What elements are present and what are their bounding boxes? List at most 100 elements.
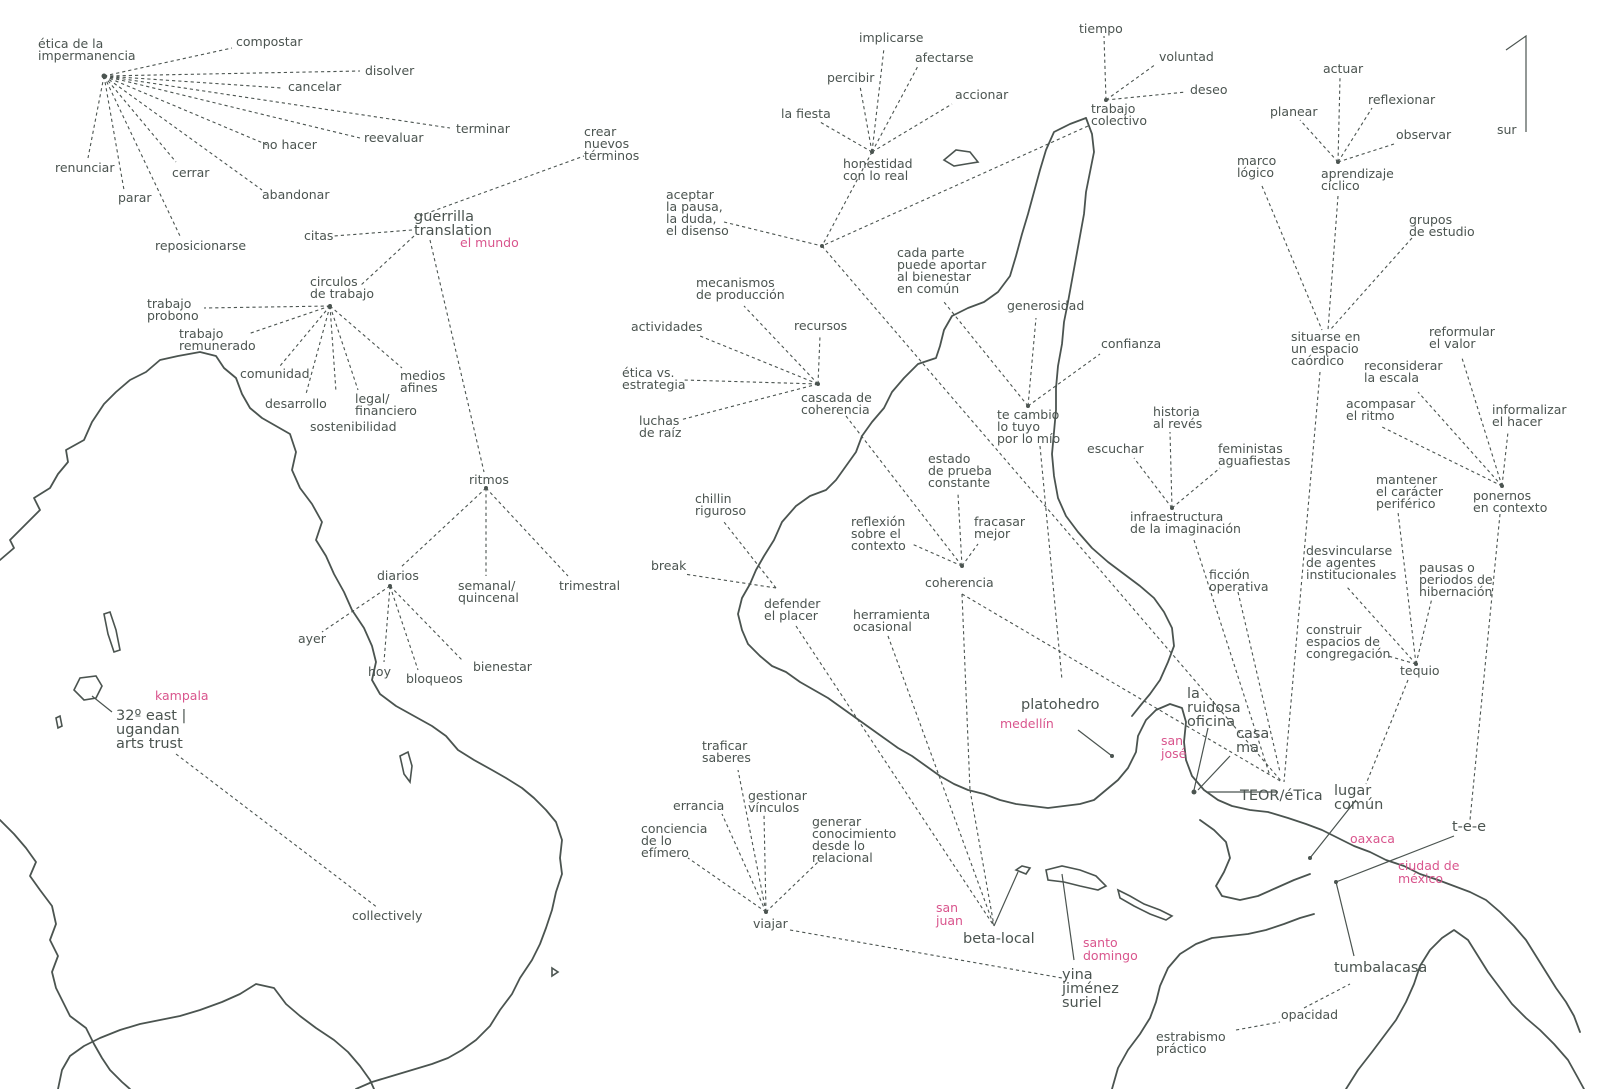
concept-node-accionar: accionar <box>955 87 1009 102</box>
compass-label: sur <box>1497 122 1517 137</box>
place-medellin: medellín <box>1000 716 1054 731</box>
coastline-gulf <box>1199 819 1311 901</box>
concept-node-collectively: collectively <box>352 908 423 923</box>
place-el-mundo: el mundo <box>460 235 519 250</box>
concept-node-opacidad: opacidad <box>1281 1007 1338 1022</box>
concept-node-confianza: confianza <box>1101 336 1161 351</box>
concept-node-no-hacer: no hacer <box>262 137 318 152</box>
concept-node-renunciar: renunciar <box>55 160 115 175</box>
concept-node-reposicionarse: reposicionarse <box>155 238 246 253</box>
concept-node-la-fiesta: la fiesta <box>781 106 831 121</box>
concept-node-reevaluar: reevaluar <box>364 130 424 145</box>
concept-node-beta-local: beta-local <box>963 931 1035 947</box>
coastline-central-landmass <box>737 117 1581 1033</box>
concept-node-disolver: disolver <box>365 63 415 78</box>
concept-node-deseo: deseo <box>1190 82 1227 97</box>
concept-node-actuar: actuar <box>1323 61 1364 76</box>
coastline-bottom-left <box>57 983 375 1089</box>
concept-node-bloqueos: bloqueos <box>406 671 463 686</box>
coastlines <box>0 117 1585 1089</box>
concept-node-coherencia: coherencia <box>925 575 994 590</box>
concept-node-ritmos: ritmos <box>469 472 509 487</box>
concept-node-escuchar: escuchar <box>1087 441 1144 456</box>
concept-node-cerrar: cerrar <box>172 165 210 180</box>
concept-node-generosidad: generosidad <box>1007 298 1084 313</box>
concept-node-comunidad: comunidad <box>240 366 310 381</box>
concept-node-actividades: actividades <box>631 319 703 334</box>
concept-node-planear: planear <box>1270 104 1318 119</box>
concept-node-bienestar: bienestar <box>473 659 533 674</box>
concept-node-desarrollo: desarrollo <box>265 396 327 411</box>
concept-node-tee: t-e-e <box>1452 819 1486 835</box>
island-lake-left <box>73 675 103 701</box>
island-antilles-3 <box>1116 888 1174 921</box>
concept-node-reflexionar: reflexionar <box>1368 92 1436 107</box>
coastline-west-lower <box>0 819 131 1089</box>
island-small-left <box>55 714 63 730</box>
islands <box>55 149 1174 978</box>
concept-node-platohedro: platohedro <box>1021 697 1100 713</box>
concept-node-break: break <box>651 558 687 573</box>
concept-node-legal: legal/financiero <box>355 391 417 418</box>
concept-node-trimestral: trimestral <box>559 578 620 593</box>
concept-node-terminar: terminar <box>456 121 511 136</box>
concept-node-recursos: recursos <box>794 318 847 333</box>
concept-node-tiempo: tiempo <box>1079 21 1123 36</box>
coastline-peninsula-east <box>1051 117 1175 717</box>
concept-node-citas: citas <box>304 228 333 243</box>
concept-node-ayer: ayer <box>298 631 327 646</box>
concept-node-abandonar: abandonar <box>262 187 330 202</box>
island-antilles-1 <box>1014 865 1032 875</box>
island-lake-left-2 <box>103 610 121 654</box>
island-lake-left-3 <box>399 750 413 785</box>
coastline-east-coast <box>1345 929 1585 1089</box>
concept-node-hoy: hoy <box>368 664 392 679</box>
coastline-west-landmass <box>0 351 563 1089</box>
concept-node-tequio: tequio <box>1400 663 1440 678</box>
concept-node-semanal: semanal/quincenal <box>458 578 519 605</box>
concept-node-etica-estrategia: ética vs.estrategia <box>622 365 686 392</box>
concept-node-teoretica: TEOR/éTica <box>1239 788 1323 804</box>
concept-node-implicarse: implicarse <box>859 30 924 45</box>
concept-node-cancelar: cancelar <box>288 79 342 94</box>
island-north <box>942 149 980 167</box>
compass-line <box>1505 34 1527 132</box>
concept-node-diarios: diarios <box>377 568 419 583</box>
